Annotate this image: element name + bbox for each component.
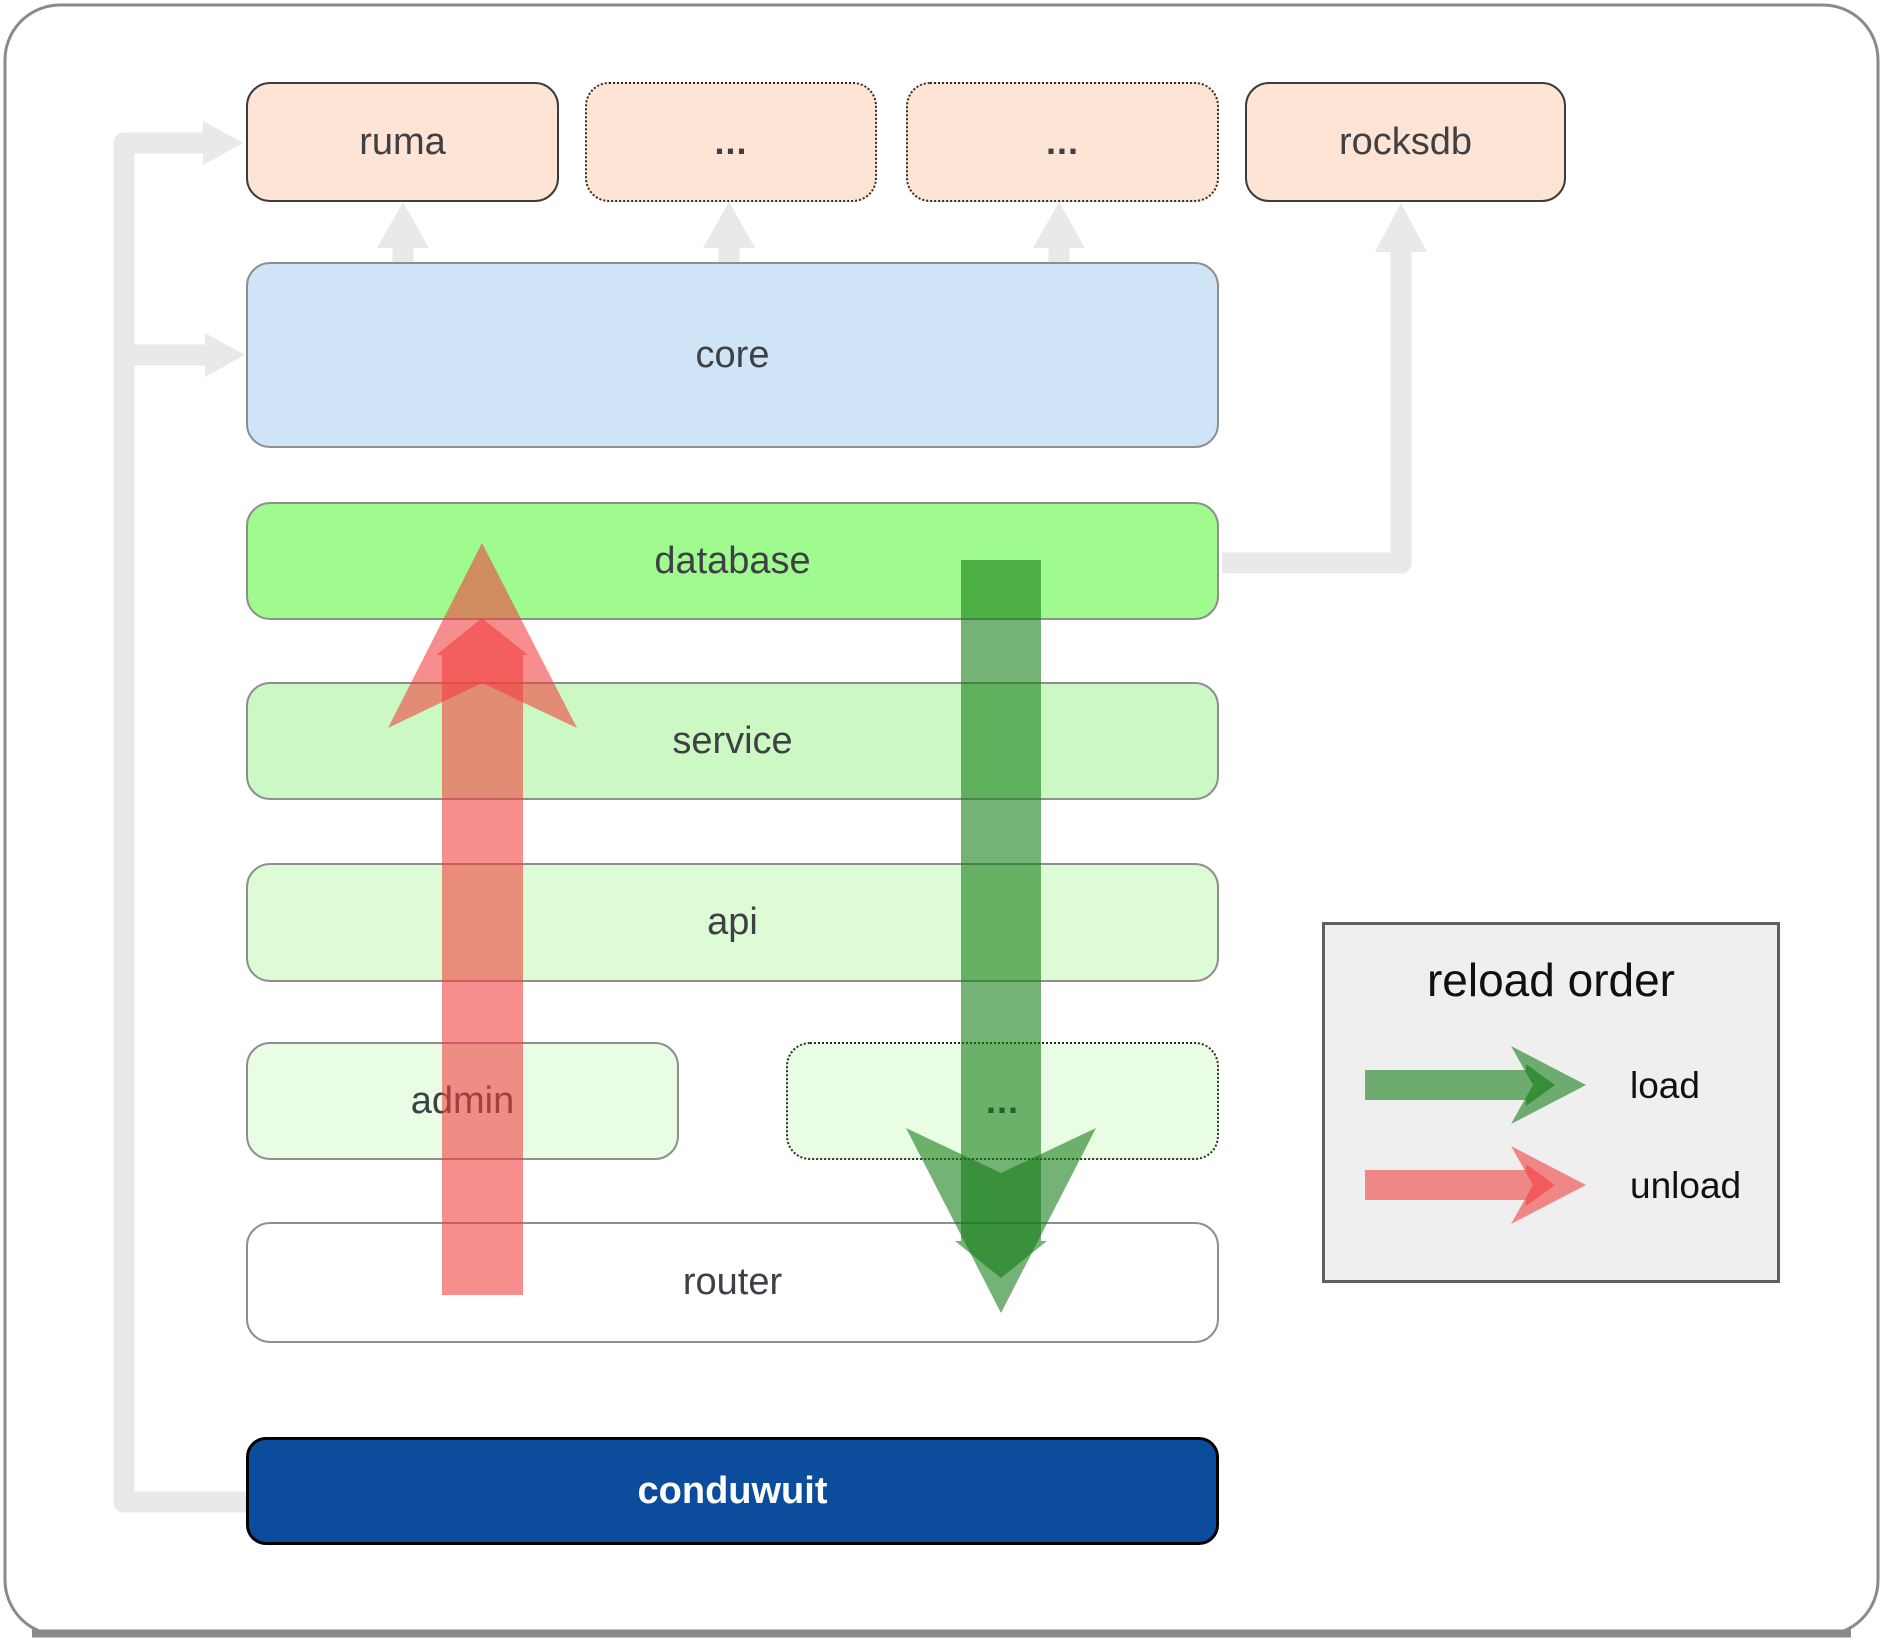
node-ellipsis-admin: ... [786, 1042, 1219, 1160]
node-database: database [246, 502, 1219, 620]
arrowhead-into-core [205, 333, 245, 377]
node-ellipsis-top-1-label: ... [714, 121, 748, 162]
node-rocksdb: rocksdb [1245, 82, 1566, 202]
arrowhead-core-ruma [377, 202, 429, 248]
legend-load-arrow-icon [1365, 1046, 1586, 1124]
node-ellipsis-top-2: ... [906, 82, 1219, 202]
node-ellipsis-top-1: ... [585, 82, 877, 202]
node-router: router [246, 1222, 1219, 1343]
arrowhead-core-ellipsis1 [703, 202, 755, 248]
legend-load-label: load [1630, 1065, 1700, 1106]
outer-frame [3, 3, 1880, 1638]
legend-unload-arrow-icon [1365, 1146, 1586, 1224]
legend: reload order load unload [1322, 922, 1780, 1283]
node-conduwuit: conduwuit [246, 1437, 1219, 1545]
node-ruma-label: ruma [359, 120, 446, 163]
node-admin: admin [246, 1042, 679, 1160]
connector-database-to-rocksdb [1222, 250, 1412, 574]
node-api-label: api [707, 901, 758, 943]
node-ruma: ruma [246, 82, 559, 202]
node-service: service [246, 682, 1219, 800]
arrowhead-into-ruma [203, 121, 243, 165]
node-core-label: core [695, 333, 770, 376]
node-ellipsis-admin-label: ... [985, 1080, 1019, 1121]
node-ellipsis-top-2-label: ... [1045, 121, 1079, 162]
node-conduwuit-label: conduwuit [637, 1469, 828, 1512]
node-service-label: service [672, 719, 793, 762]
arrowhead-into-rocksdb [1375, 203, 1427, 252]
node-rocksdb-label: rocksdb [1338, 120, 1473, 163]
node-admin-label: admin [410, 1079, 515, 1122]
arrowhead-core-ellipsis2 [1033, 202, 1085, 248]
legend-unload-label: unload [1630, 1165, 1742, 1206]
connector-conduwuit-to-ruma [113, 132, 246, 1513]
node-router-label: router [682, 1261, 783, 1303]
node-database-label: database [654, 539, 811, 582]
node-core: core [246, 262, 1219, 448]
legend-title: reload order [1426, 954, 1676, 1006]
node-api: api [246, 863, 1219, 982]
